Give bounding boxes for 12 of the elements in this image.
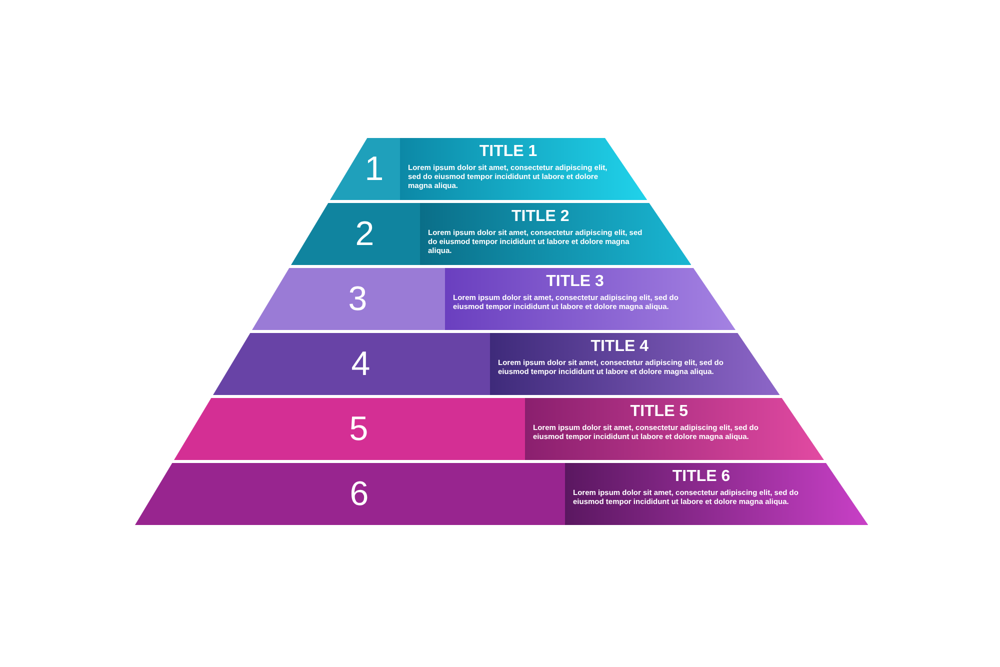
layer-number: 6 (350, 474, 369, 514)
layer-number: 4 (351, 344, 370, 384)
band-title: TITLE 1 (478, 143, 538, 161)
band-title: TITLE 4 (590, 338, 650, 356)
layer-number: 5 (349, 409, 368, 449)
layer-number: 3 (348, 279, 368, 319)
band-title: TITLE 3 (545, 273, 605, 291)
band-title: TITLE 6 (671, 468, 732, 486)
band-title: TITLE 5 (629, 403, 690, 421)
layer-number: 2 (355, 214, 374, 254)
layer-number: 1 (364, 149, 384, 189)
band-title: TITLE 2 (510, 208, 570, 226)
